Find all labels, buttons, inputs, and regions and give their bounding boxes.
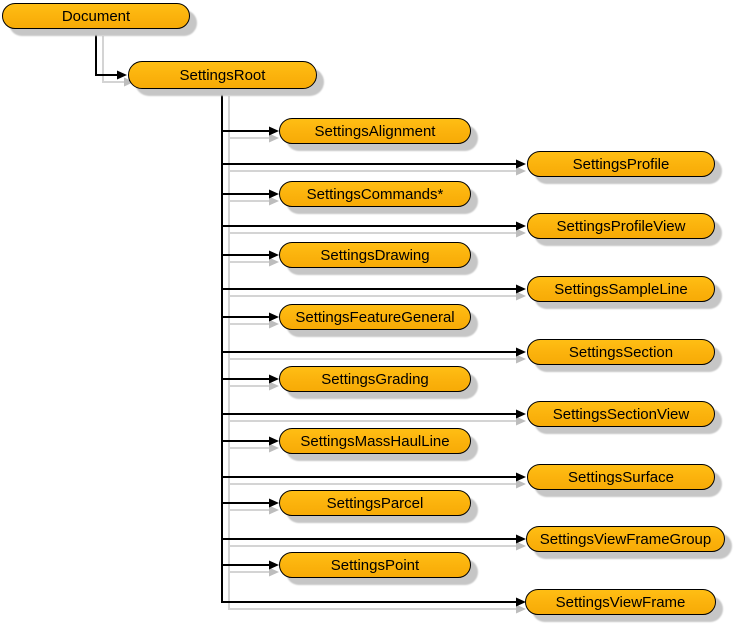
node-settings-view-frame-group[interactable]: SettingsViewFrameGroup: [526, 526, 725, 552]
node-settings-drawing[interactable]: SettingsDrawing: [279, 242, 471, 268]
node-settings-section-view[interactable]: SettingsSectionView: [527, 401, 715, 427]
node-document[interactable]: Document: [2, 3, 190, 29]
node-settings-profile[interactable]: SettingsProfile: [527, 151, 715, 177]
node-settings-alignment[interactable]: SettingsAlignment: [279, 118, 471, 144]
connector-arrowheads: [117, 70, 526, 607]
node-settings-point[interactable]: SettingsPoint: [279, 552, 471, 578]
node-settings-commands[interactable]: SettingsCommands*: [279, 181, 471, 207]
node-settings-mass-haul-line[interactable]: SettingsMassHaulLine: [279, 428, 471, 454]
node-settings-feature-general[interactable]: SettingsFeatureGeneral: [279, 304, 471, 330]
node-settings-root[interactable]: SettingsRoot: [128, 61, 317, 89]
node-settings-grading[interactable]: SettingsGrading: [279, 366, 471, 392]
node-settings-view-frame[interactable]: SettingsViewFrame: [525, 589, 716, 615]
node-settings-surface[interactable]: SettingsSurface: [527, 464, 715, 490]
node-settings-sample-line[interactable]: SettingsSampleLine: [527, 276, 715, 302]
connector-shadows: [102, 36, 516, 610]
node-settings-parcel[interactable]: SettingsParcel: [279, 490, 471, 516]
connectors: [95, 29, 516, 603]
connector-shadow-arrowheads: [124, 77, 526, 614]
node-settings-section[interactable]: SettingsSection: [527, 339, 715, 365]
node-settings-profile-view[interactable]: SettingsProfileView: [527, 213, 715, 239]
